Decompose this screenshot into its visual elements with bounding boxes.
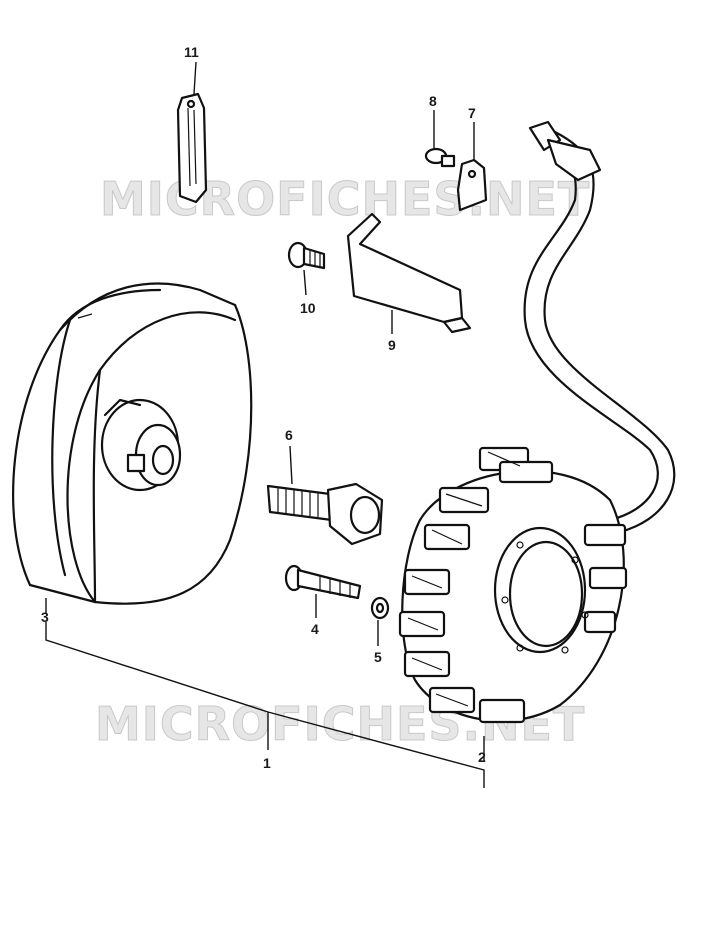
wire-harness: [523, 120, 676, 534]
part-4-screw: [284, 564, 362, 618]
part-9-guide-plate: [346, 212, 472, 334]
part-11-clamp: [176, 61, 208, 204]
callout-8: 8: [429, 93, 437, 109]
assembly-bracket-1: [45, 622, 485, 788]
callout-7: 7: [468, 105, 476, 121]
part-5-washer: [370, 596, 390, 646]
callout-4: 4: [311, 621, 319, 637]
callout-11: 11: [184, 44, 199, 60]
part-2-stator: [398, 446, 628, 762]
part-10-bolt: [287, 241, 326, 296]
callout-5: 5: [374, 649, 382, 665]
callout-10: 10: [300, 300, 316, 316]
part-3-rotor: [12, 282, 253, 614]
callout-6: 6: [285, 427, 293, 443]
part-6-bolt: [266, 445, 384, 546]
part-8-screw: [424, 110, 456, 168]
watermark-top: MICROFICHES.NET: [100, 172, 590, 226]
callout-2: 2: [478, 749, 486, 765]
part-7-clamp: [456, 122, 488, 212]
callout-1: 1: [263, 755, 271, 771]
callout-9: 9: [388, 337, 396, 353]
callout-3: 3: [41, 609, 49, 625]
